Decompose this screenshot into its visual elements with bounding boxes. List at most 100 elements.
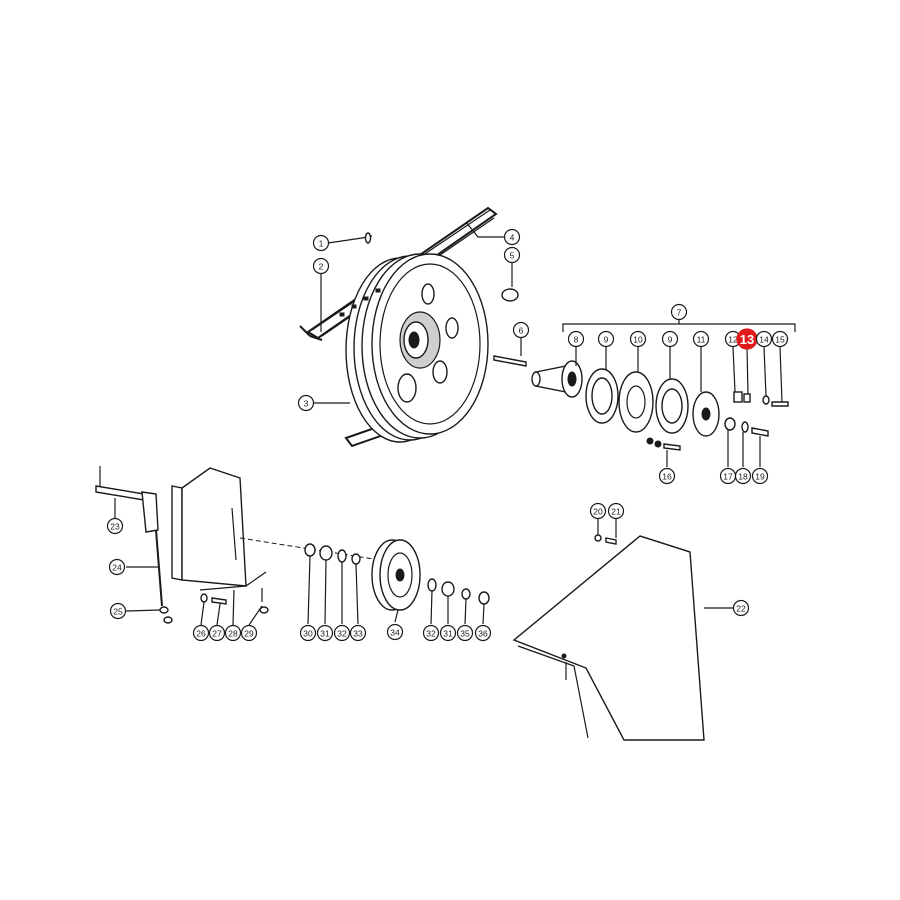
callout-label: 23 bbox=[110, 522, 120, 532]
callout-circle bbox=[755, 330, 773, 348]
callout-label: 26 bbox=[196, 629, 206, 639]
callout-part-28: 28 bbox=[224, 624, 242, 642]
callout-label: 29 bbox=[244, 629, 254, 639]
callout-part-35: 35 bbox=[456, 624, 474, 642]
callout-part-23: 23 bbox=[106, 517, 124, 535]
callout-part-9: 9 bbox=[661, 330, 679, 348]
cover-assembly bbox=[512, 534, 705, 741]
callout-label: 2 bbox=[319, 262, 324, 272]
callout-label: 32 bbox=[337, 629, 347, 639]
callout-part-16: 16 bbox=[658, 467, 676, 485]
callout-label: 31 bbox=[320, 629, 330, 639]
callout-circle bbox=[312, 257, 330, 275]
callout-part-4: 4 bbox=[503, 228, 521, 246]
callout-part-31: 31 bbox=[439, 624, 457, 642]
callout-part-14: 14 bbox=[755, 330, 773, 348]
callout-circle bbox=[692, 330, 710, 348]
callout-label: 9 bbox=[668, 335, 673, 345]
callout-label: 36 bbox=[478, 629, 488, 639]
callout-part-27: 27 bbox=[208, 624, 226, 642]
callout-circle bbox=[297, 394, 315, 412]
callout-part-32: 32 bbox=[422, 624, 440, 642]
callout-part-26: 26 bbox=[192, 624, 210, 642]
callout-highlighted-part-13: 13 bbox=[736, 328, 758, 350]
callout-label: 25 bbox=[113, 607, 123, 617]
callout-label: 5 bbox=[510, 251, 515, 261]
callout-part-2: 2 bbox=[312, 257, 330, 275]
callout-label: 24 bbox=[112, 563, 122, 573]
pulley-assembly bbox=[299, 206, 527, 448]
callout-circle bbox=[349, 624, 367, 642]
callout-circle bbox=[512, 321, 530, 339]
callout-part-3: 3 bbox=[297, 394, 315, 412]
callout-circle bbox=[658, 467, 676, 485]
callout-label: 34 bbox=[390, 628, 400, 638]
callout-circle bbox=[589, 502, 607, 520]
callout-circle bbox=[439, 624, 457, 642]
callout-circle bbox=[422, 624, 440, 642]
callout-circle bbox=[299, 624, 317, 642]
callout-part-9: 9 bbox=[597, 330, 615, 348]
callout-label: 35 bbox=[460, 629, 470, 639]
callout-circle bbox=[240, 624, 258, 642]
callout-part-20: 20 bbox=[589, 502, 607, 520]
leader-lines bbox=[114, 221, 783, 626]
callout-label: 11 bbox=[697, 335, 706, 345]
callout-circle bbox=[607, 502, 625, 520]
callout-part-30: 30 bbox=[299, 624, 317, 642]
callout-label: 19 bbox=[755, 472, 765, 482]
callout-part-32: 32 bbox=[333, 624, 351, 642]
callout-circle bbox=[629, 330, 647, 348]
callout-label: 27 bbox=[212, 629, 222, 639]
callout-label: 9 bbox=[604, 335, 609, 345]
callout-part-1: 1 bbox=[312, 234, 330, 252]
callout-part-18: 18 bbox=[734, 467, 752, 485]
callout-label: 13 bbox=[740, 332, 754, 347]
callout-label: 32 bbox=[426, 629, 436, 639]
callout-label: 16 bbox=[662, 472, 672, 482]
callout-circle bbox=[661, 330, 679, 348]
callout-label: 31 bbox=[443, 629, 453, 639]
callout-circle bbox=[108, 558, 126, 576]
callout-circle bbox=[386, 623, 404, 641]
callout-label: 15 bbox=[775, 335, 785, 345]
callout-part-10: 10 bbox=[629, 330, 647, 348]
callout-circle bbox=[192, 624, 210, 642]
callout-part-25: 25 bbox=[109, 602, 127, 620]
callout-circle bbox=[751, 467, 769, 485]
callout-part-21: 21 bbox=[607, 502, 625, 520]
callout-part-5: 5 bbox=[503, 246, 521, 264]
callout-part-36: 36 bbox=[474, 624, 492, 642]
callout-circle bbox=[208, 624, 226, 642]
callout-label: 1 bbox=[319, 239, 324, 249]
callout-part-22: 22 bbox=[732, 599, 750, 617]
callout-part-29: 29 bbox=[240, 624, 258, 642]
callout-part-17: 17 bbox=[719, 467, 737, 485]
callout-circle bbox=[316, 624, 334, 642]
callout-circle bbox=[333, 624, 351, 642]
callout-label: 6 bbox=[519, 326, 524, 336]
callout-circle bbox=[670, 303, 688, 321]
callout-circle bbox=[503, 246, 521, 264]
callout-label: 18 bbox=[738, 472, 748, 482]
callout-circle bbox=[503, 228, 521, 246]
clutch-assembly bbox=[531, 318, 796, 451]
callout-part-19: 19 bbox=[751, 467, 769, 485]
callout-circle bbox=[109, 602, 127, 620]
idler-assembly bbox=[95, 466, 490, 624]
callout-circle bbox=[474, 624, 492, 642]
callout-circle bbox=[567, 330, 585, 348]
callout-part-8: 8 bbox=[567, 330, 585, 348]
callout-circle bbox=[224, 624, 242, 642]
callout-label: 8 bbox=[574, 335, 579, 345]
callout-part-34: 34 bbox=[386, 623, 404, 641]
callout-label: 30 bbox=[303, 629, 313, 639]
callout-part-24: 24 bbox=[108, 558, 126, 576]
callout-part-6: 6 bbox=[512, 321, 530, 339]
callout-label: 12 bbox=[728, 335, 738, 345]
callout-circle bbox=[771, 330, 789, 348]
callout-circle bbox=[597, 330, 615, 348]
callout-label: 3 bbox=[304, 399, 309, 409]
callout-circle bbox=[312, 234, 330, 252]
